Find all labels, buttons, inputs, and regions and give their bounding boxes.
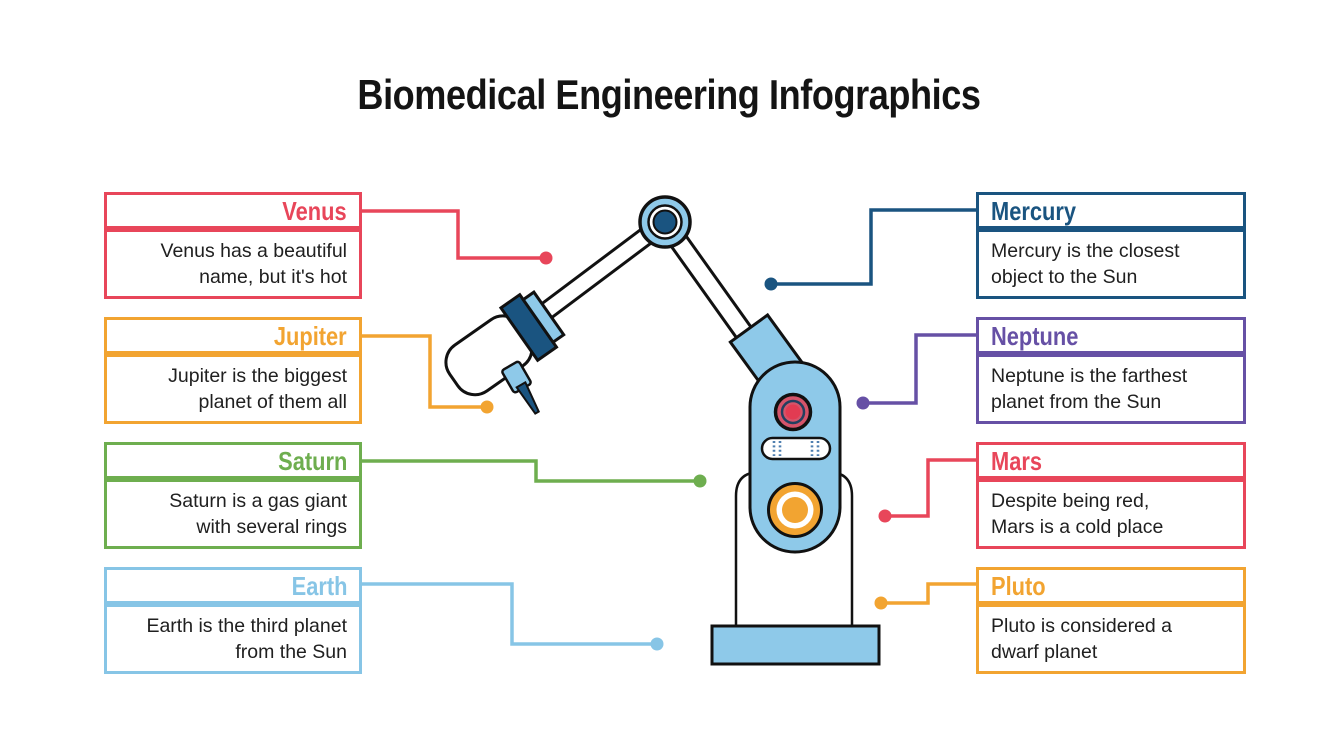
mars-title: Mars [991,445,1042,476]
info-box-jupiter: Jupiter Jupiter is the biggest planet of… [104,317,362,424]
robot-base [710,624,881,666]
pluto-description: Pluto is considered a dwarf planet [991,615,1173,663]
saturn-connector-dot [693,474,707,488]
mars-header: Mars [976,442,1246,479]
connector-lines [362,208,976,646]
venus-title: Venus [282,195,347,226]
drill-bit [515,380,541,415]
orange-knob [767,482,823,538]
neptune-description: Neptune is the farthest planet from the … [991,365,1188,413]
orange-knob-center [782,497,808,523]
mercury-connector-dot [764,277,778,291]
mercury-body: Mercury is the closest object to the Sun [976,229,1246,299]
mars-connector-line [885,458,976,518]
jupiter-title: Jupiter [274,320,347,351]
neptune-connector-dot [856,396,870,410]
connector-dots [480,251,892,651]
shoulder-joint [638,195,692,249]
venus-connector-dot [539,251,553,265]
vent-bar-body [760,436,832,461]
mars-body: Despite being red, Mars is a cold place [976,479,1246,549]
page-title: Biomedical Engineering Infographics [357,71,981,118]
earth-body: Earth is the third planet from the Sun [104,604,362,674]
robot [444,195,881,666]
mercury-title: Mercury [991,195,1076,226]
neptune-body: Neptune is the farthest planet from the … [976,354,1246,424]
info-box-venus: Venus Venus has a beautiful name, but it… [104,192,362,299]
earth-title: Earth [291,570,347,601]
neptune-title: Neptune [991,320,1079,351]
neptune-header: Neptune [976,317,1246,354]
saturn-body: Saturn is a gas giant with several rings [104,479,362,549]
mercury-connector-line [771,208,976,286]
pluto-body: Pluto is considered a dwarf planet [976,604,1246,674]
venus-description: Venus has a beautiful name, but it's hot [160,240,347,288]
info-box-mars: Mars Despite being red, Mars is a cold p… [976,442,1246,549]
saturn-description: Saturn is a gas giant with several rings [169,490,347,538]
mars-description: Despite being red, Mars is a cold place [991,490,1164,538]
vent-bar [760,436,832,461]
earth-connector-dot [650,637,664,651]
earth-connector-line [362,582,657,646]
neptune-connector-line [863,333,976,405]
earth-header: Earth [104,567,362,604]
mars-connector-dot [878,509,892,523]
info-box-earth: Earth Earth is the third planet from the… [104,567,362,674]
info-box-neptune: Neptune Neptune is the farthest planet f… [976,317,1246,424]
info-box-saturn: Saturn Saturn is a gas giant with severa… [104,442,362,549]
jupiter-connector-dot [480,400,494,414]
venus-body: Venus has a beautiful name, but it's hot [104,229,362,299]
pluto-header: Pluto [976,567,1246,604]
jupiter-body: Jupiter is the biggest planet of them al… [104,354,362,424]
red-button [773,392,813,432]
jupiter-description: Jupiter is the biggest planet of them al… [168,365,347,413]
saturn-header: Saturn [104,442,362,479]
mercury-header: Mercury [976,192,1246,229]
jupiter-header: Jupiter [104,317,362,354]
pluto-title: Pluto [991,570,1046,601]
pluto-connector-line [881,582,976,605]
red-button-center [785,404,801,420]
mercury-description: Mercury is the closest object to the Sun [991,240,1180,288]
info-box-pluto: Pluto Pluto is considered a dwarf planet [976,567,1246,674]
joint-center [652,209,678,235]
saturn-connector-line [362,459,700,483]
venus-connector-line [362,209,546,260]
pluto-connector-dot [874,596,888,610]
venus-header: Venus [104,192,362,229]
drill-tool [444,290,566,415]
drill-band [521,290,566,345]
saturn-title: Saturn [277,445,347,476]
info-box-mercury: Mercury Mercury is the closest object to… [976,192,1246,299]
red-button-ring [780,399,806,425]
earth-description: Earth is the third planet from the Sun [146,615,347,663]
jupiter-connector-line [362,334,487,409]
